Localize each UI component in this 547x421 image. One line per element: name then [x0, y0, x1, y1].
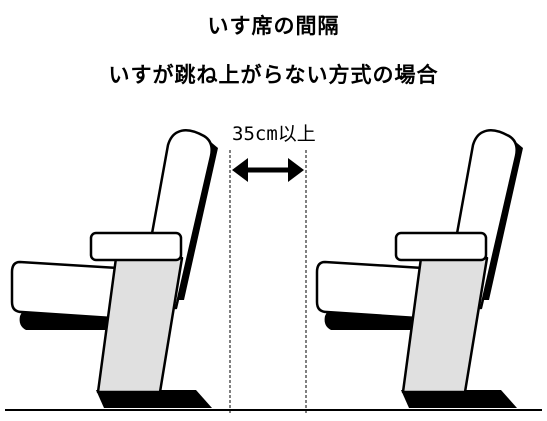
diagram-title: いす席の間隔: [207, 14, 340, 38]
diagram-subtitle: いすが跳ね上がらない方式の場合: [108, 63, 439, 87]
right-seat: [315, 128, 523, 408]
spacing-double-arrow: [232, 158, 304, 182]
left-seat: [10, 128, 218, 408]
spacing-dimension-label: 35cm以上: [232, 123, 316, 145]
